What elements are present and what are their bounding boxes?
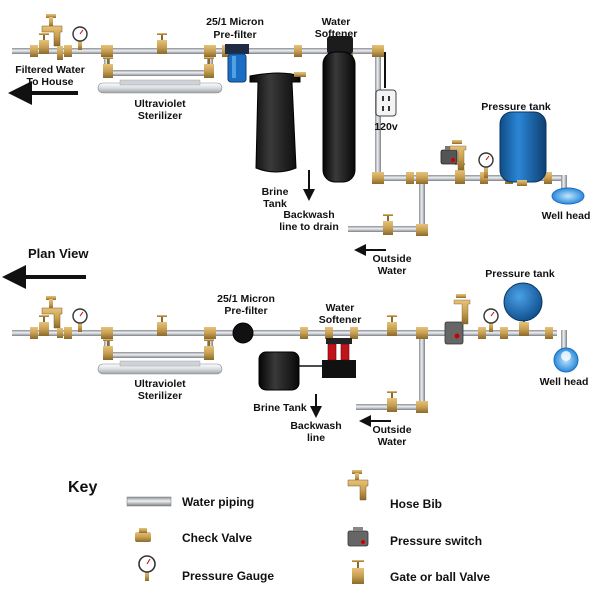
uv-sterilizer xyxy=(97,79,223,94)
pressure-switch-icon xyxy=(444,321,464,345)
legend-hose-bib: Hose Bib xyxy=(390,497,442,511)
outside-branch-v xyxy=(419,330,425,410)
pressure-gauge-icon xyxy=(72,308,88,332)
brine-label: Brine Tank xyxy=(253,402,307,414)
backwash-label-1: Backwash xyxy=(283,209,334,221)
water-piping-icon xyxy=(126,496,172,507)
outside-water-label-1: Outside xyxy=(372,253,411,265)
prefilter-label-1: 25/1 Micron xyxy=(217,293,275,305)
gate-valve-icon xyxy=(39,33,49,54)
prefilter-label-2: Pre-filter xyxy=(213,29,256,41)
outside-water-label-2: Water xyxy=(378,436,407,448)
power-label: 120v xyxy=(374,121,398,133)
brine-tank xyxy=(258,351,300,391)
backwash-label-1: Backwash xyxy=(290,420,341,432)
softener-label-1: Water xyxy=(326,302,355,314)
check-valve-icon xyxy=(135,528,151,542)
uv-sterilizer xyxy=(97,360,223,375)
uv-label-2: Sterilizer xyxy=(138,110,182,122)
softener-label-1: Water xyxy=(322,16,351,28)
brine-tank xyxy=(249,72,306,173)
main-pipe xyxy=(12,330,557,336)
bottom-diagram: 25/1 Micron Pre-filter Water Softener Ul… xyxy=(12,268,588,448)
gate-valve-icon xyxy=(204,339,214,360)
hose-bib-icon xyxy=(347,470,369,501)
pressure-switch-icon xyxy=(440,146,458,165)
prefilter xyxy=(232,322,254,344)
legend-gate-valve: Gate or ball Valve xyxy=(390,570,490,584)
softener-label-2: Softener xyxy=(315,28,358,40)
filtered-water-label-2: To House xyxy=(26,76,73,88)
pressure-tank-label: Pressure tank xyxy=(481,101,551,113)
main-pipe xyxy=(12,48,384,54)
gate-valve-icon xyxy=(352,560,364,584)
pressure-switch-icon xyxy=(347,527,369,547)
legend-title: Key xyxy=(68,479,97,496)
uv-label-1: Ultraviolet xyxy=(134,98,186,110)
pressure-gauge-icon xyxy=(483,308,499,332)
legend-check-valve: Check Valve xyxy=(182,531,252,545)
pressure-gauge-icon xyxy=(138,555,156,581)
prefilter xyxy=(225,44,249,83)
pressure-gauge-icon xyxy=(72,26,88,50)
softener-label-2: Softener xyxy=(319,314,362,326)
top-diagram: 25/1 Micron Pre-filter Water Softener Fi… xyxy=(8,14,591,277)
pipe-fittings xyxy=(30,327,553,413)
prefilter-label-1: 25/1 Micron xyxy=(206,16,264,28)
gate-valve-icon xyxy=(157,315,167,336)
uv-label-2: Sterilizer xyxy=(138,390,182,402)
brine-label-2: Tank xyxy=(263,198,287,210)
lower-pipe xyxy=(375,175,565,181)
gate-valve-icon xyxy=(387,315,397,336)
softener xyxy=(322,338,356,378)
uv-label-1: Ultraviolet xyxy=(134,378,186,390)
filtered-water-label-1: Filtered Water xyxy=(15,64,85,76)
pressure-gauge-icon xyxy=(478,152,494,178)
uv-bypass-h xyxy=(104,352,213,358)
backwash-label-2: line xyxy=(307,432,325,444)
hose-bib-icon xyxy=(41,296,63,338)
gate-valve-icon xyxy=(157,33,167,54)
hose-bib-icon xyxy=(449,140,467,171)
gate-valve-icon xyxy=(103,339,113,360)
uv-bypass-h xyxy=(104,70,213,76)
pressure-tank xyxy=(503,282,543,322)
electric-outlet xyxy=(375,52,397,117)
gate-valve-icon xyxy=(39,315,49,336)
prefilter-label-2: Pre-filter xyxy=(224,305,267,317)
softener xyxy=(322,36,356,183)
well-head-label: Well head xyxy=(542,210,591,222)
outside-water-label-2: Water xyxy=(378,265,407,277)
gate-valve-icon xyxy=(204,57,214,78)
well-head xyxy=(551,175,585,205)
backwash-label-2: line to drain xyxy=(279,221,339,233)
legend-water-piping: Water piping xyxy=(182,495,254,509)
brine-label-1: Brine xyxy=(262,186,289,198)
gate-valve-icon xyxy=(383,214,393,235)
well-drop xyxy=(561,330,567,352)
plan-view-title: Plan View xyxy=(28,246,89,261)
pressure-tank-label: Pressure tank xyxy=(485,268,555,280)
well-head-label: Well head xyxy=(540,376,589,388)
hose-bib-icon xyxy=(453,294,471,325)
legend-pressure-gauge: Pressure Gauge xyxy=(182,569,274,583)
legend-pressure-switch: Pressure switch xyxy=(390,534,482,548)
legend: Key Water piping Check Valve Pressure Ga… xyxy=(68,470,490,584)
well-head xyxy=(553,347,579,373)
hose-bib-icon xyxy=(41,14,63,60)
outside-branch-v xyxy=(419,175,425,231)
gate-valve-icon xyxy=(103,57,113,78)
pressure-tank xyxy=(499,111,547,186)
outside-water-label-1: Outside xyxy=(372,424,411,436)
gate-valve-icon xyxy=(387,391,397,412)
